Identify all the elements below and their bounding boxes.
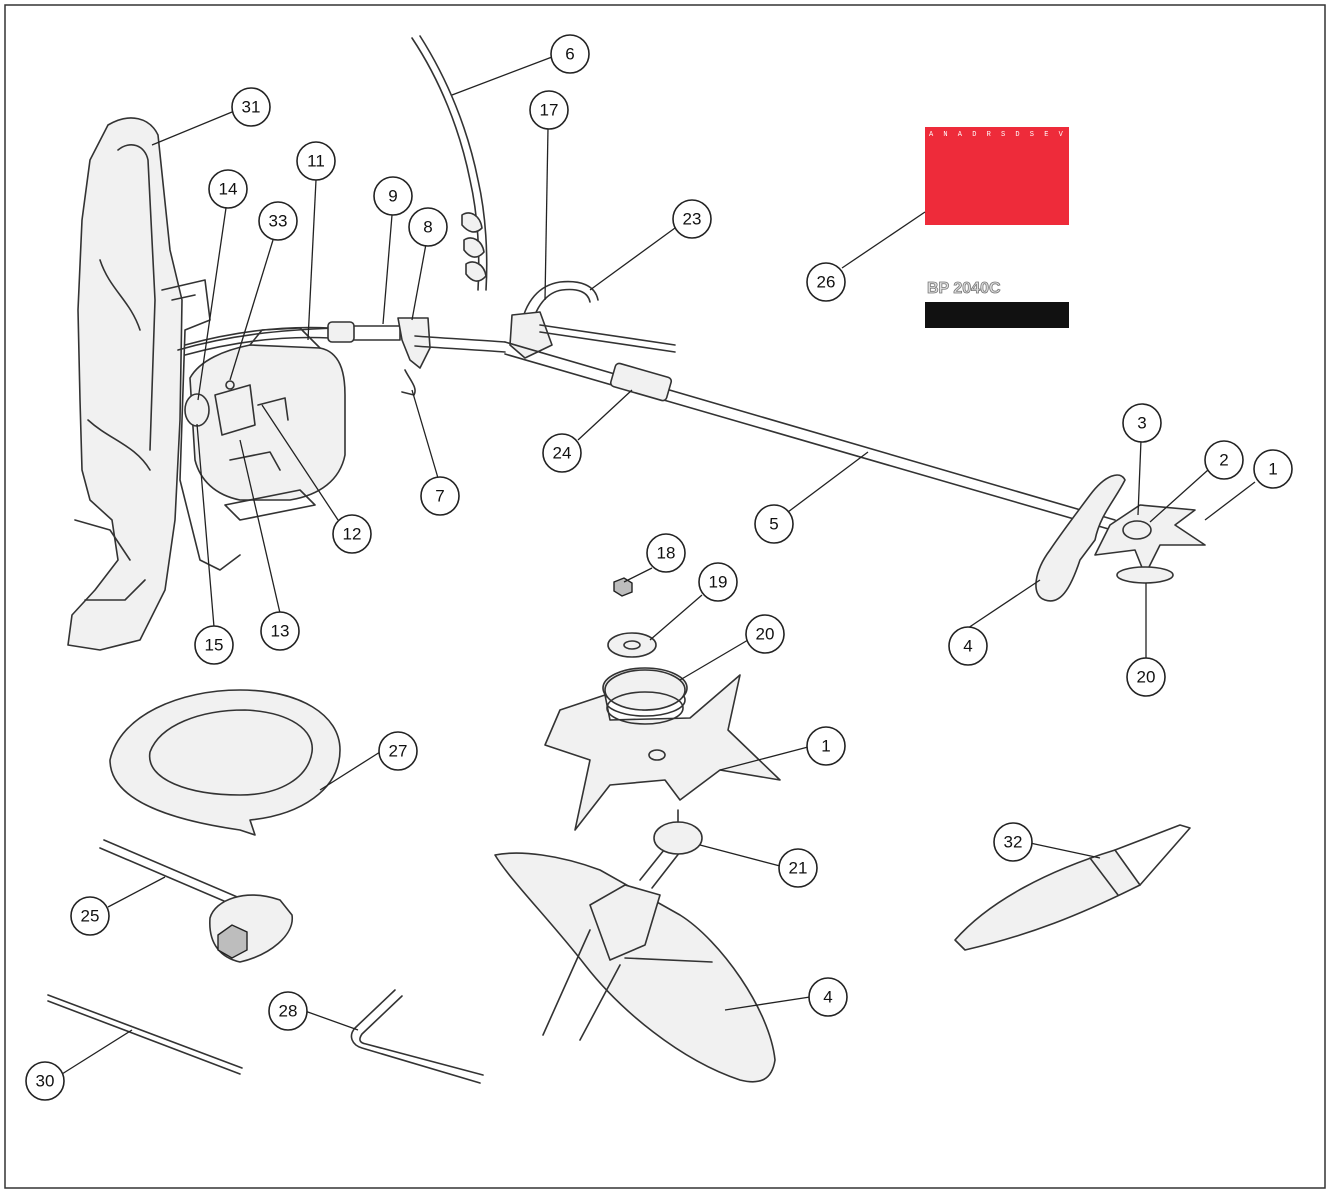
svg-text:8: 8: [423, 218, 432, 237]
callout-32: 32: [993, 822, 1033, 862]
svg-text:31: 31: [242, 98, 261, 117]
callout-20-right: 20: [1126, 657, 1166, 697]
svg-text:30: 30: [36, 1072, 55, 1091]
callout-14: 14: [208, 169, 248, 209]
operators-manual: A N A D R S D S E V I Z BP 2040C: [925, 127, 1095, 328]
svg-text:28: 28: [279, 1002, 298, 1021]
svg-text:20: 20: [1137, 668, 1156, 687]
callout-7: 7: [420, 476, 460, 516]
callout-9: 9: [373, 176, 413, 216]
grease-tube: [954, 824, 1191, 951]
svg-text:21: 21: [789, 859, 808, 878]
svg-text:11: 11: [307, 152, 325, 171]
svg-text:6: 6: [565, 45, 574, 64]
svg-text:23: 23: [683, 210, 702, 229]
hex-key: [350, 989, 484, 1084]
svg-text:18: 18: [657, 544, 676, 563]
svg-text:4: 4: [823, 988, 832, 1007]
pin-rod: [47, 994, 243, 1075]
svg-text:2: 2: [1219, 451, 1228, 470]
guard-ring: [109, 689, 341, 836]
callout-18: 18: [646, 533, 686, 573]
svg-text:12: 12: [343, 525, 362, 544]
svg-text:7: 7: [435, 487, 444, 506]
manual-cover: [925, 127, 1069, 225]
svg-text:17: 17: [540, 101, 559, 120]
svg-text:32: 32: [1004, 833, 1023, 852]
svg-text:1: 1: [1268, 460, 1277, 479]
cutting-head-assembly: [1035, 474, 1206, 602]
callout-23: 23: [672, 199, 712, 239]
callout-2: 2: [1204, 440, 1244, 480]
manual-cover-header: A N A D R S D S E V I Z: [929, 131, 1095, 139]
svg-text:26: 26: [817, 273, 836, 292]
svg-text:15: 15: [205, 636, 224, 655]
callout-3: 3: [1122, 403, 1162, 443]
model-label: BP 2040C: [927, 280, 1001, 297]
callout-13: 13: [260, 611, 300, 651]
callout-11: 11: [296, 141, 336, 181]
callout-21: 21: [778, 848, 818, 888]
svg-text:19: 19: [709, 573, 728, 592]
callout-20-left: 20: [745, 614, 785, 654]
svg-text:9: 9: [388, 187, 397, 206]
callout-4-bottom: 4: [808, 977, 848, 1017]
callout-8: 8: [408, 207, 448, 247]
svg-text:3: 3: [1137, 414, 1146, 433]
callout-31: 31: [231, 87, 271, 127]
backpack-harness: [67, 117, 241, 651]
callout-26: 26: [806, 262, 846, 302]
svg-text:4: 4: [963, 637, 972, 656]
callout-30: 30: [25, 1061, 65, 1101]
svg-text:24: 24: [553, 444, 572, 463]
box-spanner: [99, 839, 293, 963]
callout-27: 27: [378, 731, 418, 771]
svg-text:14: 14: [219, 180, 238, 199]
callout-19: 19: [698, 562, 738, 602]
svg-text:25: 25: [81, 907, 100, 926]
callout-17: 17: [529, 90, 569, 130]
drive-shaft: [504, 341, 1116, 531]
callout-33: 33: [258, 201, 298, 241]
callout-1-top: 1: [1253, 449, 1293, 489]
callout-1-bottom: 1: [806, 726, 846, 766]
callout-12: 12: [332, 514, 372, 554]
callout-5: 5: [754, 504, 794, 544]
flex-drive-cable: [184, 317, 506, 396]
shoulder-strap: [411, 35, 488, 291]
model-label-bar: [925, 302, 1069, 328]
callout-4-top: 4: [948, 626, 988, 666]
svg-text:33: 33: [269, 212, 288, 231]
callout-6: 6: [550, 34, 590, 74]
callout-15: 15: [194, 625, 234, 665]
svg-text:5: 5: [769, 515, 778, 534]
callout-24: 24: [542, 433, 582, 473]
svg-text:20: 20: [756, 625, 775, 644]
callout-25: 25: [70, 896, 110, 936]
engine-unit: [177, 327, 346, 521]
svg-text:27: 27: [389, 742, 408, 761]
callout-28: 28: [268, 991, 308, 1031]
svg-text:1: 1: [821, 737, 830, 756]
blade-guard: [494, 809, 776, 1083]
leader-lines: [61, 56, 1256, 1075]
svg-text:13: 13: [271, 622, 290, 641]
